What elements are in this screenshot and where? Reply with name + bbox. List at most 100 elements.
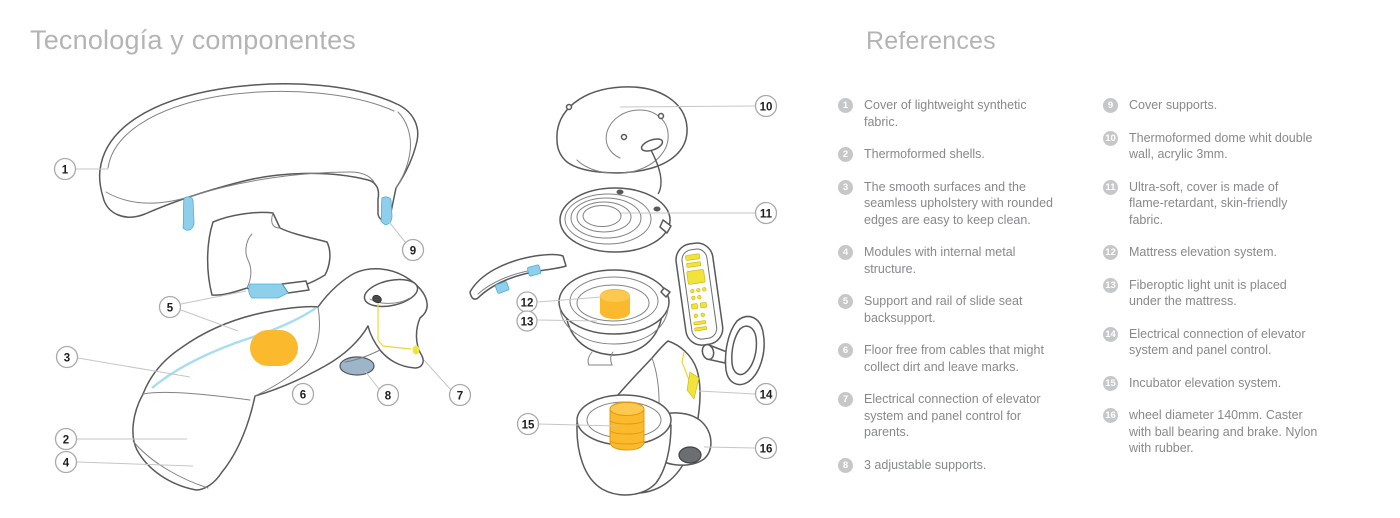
module-inner-line (245, 212, 281, 289)
callout-15: 15 (516, 412, 540, 436)
dome-clip-3 (620, 133, 628, 141)
callout-7: 7 (448, 383, 472, 407)
reference-item-12: 12 Mattress elevation system. (1103, 244, 1353, 261)
head-opening-shade (369, 297, 411, 304)
dome-latch (640, 138, 664, 152)
disc-dot-1 (616, 189, 624, 195)
stack-seam-3 (609, 440, 645, 445)
handle-connector-cap (701, 343, 715, 361)
bowl-clip (660, 287, 671, 298)
reference-badge: 11 (1103, 179, 1118, 195)
reference-item-10: 10 Thermoformed dome whit double wall, a… (1103, 130, 1353, 163)
elevator-cylinder-top (609, 402, 645, 416)
panel-button-bar-1 (685, 253, 701, 261)
reference-badge: 7 (838, 392, 853, 407)
svg-text:12: 12 (521, 297, 534, 309)
reference-item-15: 15 Incubator elevation system. (1103, 375, 1353, 392)
seat-inner-line (254, 306, 320, 397)
reference-item-11: 11 Ultra-soft, cover is made of flame-re… (1103, 179, 1353, 229)
reference-text: The smooth surfaces and the seamless uph… (864, 179, 1053, 227)
mattress-disc (559, 187, 671, 253)
reference-item-8: 8 3 adjustable supports. (838, 457, 1088, 474)
elevator-connection-line (377, 303, 412, 350)
fiber-light-wedge (686, 371, 700, 400)
reference-badge: 13 (1103, 277, 1118, 293)
disc-dot-2 (653, 206, 661, 212)
body-orange-pad (250, 330, 298, 366)
rail-blue-clip-1 (495, 281, 510, 294)
reference-item-14: 14 Electrical connection of elevator sys… (1103, 326, 1353, 359)
reference-text: 3 adjustable supports. (864, 457, 987, 472)
panel-key-1 (691, 303, 699, 310)
reference-badge: 1 (838, 98, 853, 113)
shell-separation-line (142, 391, 251, 401)
svg-text:6: 6 (300, 389, 306, 401)
svg-text:5: 5 (167, 302, 174, 314)
reference-badge: 12 (1103, 245, 1118, 260)
svg-text:14: 14 (760, 389, 773, 401)
callout-6: 6 (291, 382, 315, 406)
panel-dot-7 (700, 312, 705, 317)
reference-text: Mattress elevation system. (1129, 245, 1277, 259)
reference-text: Incubator elevation system. (1129, 375, 1282, 390)
callout-2: 2 (54, 427, 78, 451)
svg-text:9: 9 (410, 245, 416, 257)
reference-badge: 4 (838, 245, 853, 260)
stack-seam-1 (609, 420, 645, 425)
references-column-2: 9 Cover supports. 10 Thermoformed dome w… (1103, 97, 1353, 473)
dome (556, 86, 688, 174)
leader-lines (76, 105, 756, 467)
panel-screen (686, 269, 706, 285)
reference-text: Fiberoptic light unit is placed under th… (1129, 277, 1287, 309)
reference-text: wheel diameter 140mm. Caster with ball b… (1129, 408, 1318, 455)
page-title: Tecnología y componentes (30, 25, 357, 55)
disc-ring-3 (576, 201, 632, 233)
callout-9: 9 (401, 238, 425, 262)
reference-badge: 15 (1103, 375, 1118, 391)
reference-badge: 16 (1103, 408, 1118, 423)
panel-button-bar-2 (686, 261, 702, 268)
mattress-bowl-inner (569, 276, 659, 326)
dome-leg (650, 149, 662, 195)
canopy-lower-line (105, 171, 375, 204)
panel-dot-1 (690, 288, 695, 294)
reference-item-2: 2 Thermoformed shells. (838, 146, 1088, 163)
canopy-inner-line (107, 90, 395, 169)
reference-text: Support and rail of slide seat backsuppo… (864, 294, 1023, 325)
reference-text: Electrical connection of elevator system… (864, 392, 1041, 439)
reference-item-13: 13 Fiberoptic light unit is placed under… (1103, 277, 1353, 310)
panel-dot-6 (693, 313, 698, 318)
panel-bar-low-1 (693, 320, 707, 326)
svg-text:10: 10 (760, 101, 773, 113)
reference-item-4: 4 Modules with internal metal structure. (838, 244, 1088, 277)
reference-item-16: 16 wheel diameter 140mm. Caster with bal… (1103, 407, 1353, 457)
callout-12: 12 (516, 291, 538, 313)
bowl-rim-double (559, 308, 669, 345)
exploded-diagram: 1 2 3 4 5 6 7 8 9 10 (53, 83, 778, 496)
handle-loop-hole (731, 325, 758, 376)
rail-arc-inner (477, 269, 534, 295)
svg-text:15: 15 (522, 419, 535, 431)
svg-text:2: 2 (63, 434, 69, 446)
callout-5: 5 (158, 295, 182, 319)
callout-1: 1 (53, 157, 77, 181)
reference-text: Ultra-soft, cover is made of flame-retar… (1129, 179, 1288, 227)
reference-item-6: 6 Floor free from cables that might coll… (838, 342, 1088, 375)
reference-badge: 6 (838, 343, 853, 358)
mattress-surface (576, 284, 650, 322)
callout-3: 3 (55, 345, 79, 369)
fiber-light-line (681, 351, 690, 381)
panel-bar-low-2 (694, 326, 708, 332)
disc-ring-1 (564, 193, 652, 245)
reference-text: Thermoformed shells. (864, 147, 985, 161)
panel-key-2 (699, 302, 707, 309)
cover-support-tab-left (182, 196, 195, 231)
main-body-shell (132, 268, 428, 491)
stack-seam-2 (609, 430, 645, 435)
rail-blue-clip-2 (527, 264, 542, 277)
body-underside-line (344, 349, 381, 363)
callout-16: 16 (754, 436, 778, 460)
reference-item-5: 5 Support and rail of slide seat backsup… (838, 293, 1088, 326)
base-wheel (678, 446, 702, 464)
reference-item-3: 3 The smooth surfaces and the seamless u… (838, 179, 1088, 229)
